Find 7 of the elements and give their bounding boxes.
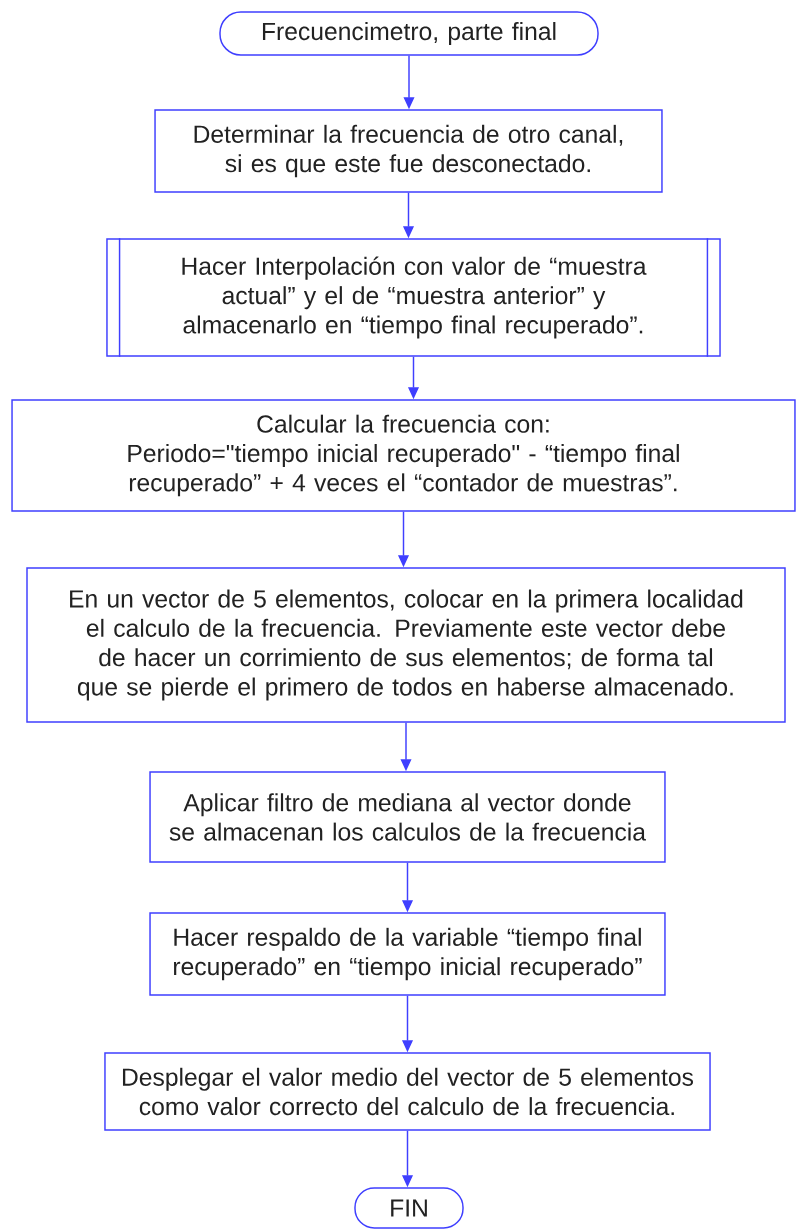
process-box: Hacer respaldo de la variable “tiempo final recuperado” en “tiempo inicial recuperado” (149, 912, 666, 996)
process-box: Aplicar filtro de mediana al vector donde se almacenan los calculos de la frecuencia (149, 771, 666, 863)
process-box: En un vector de 5 elementos, colocar en la primera localidad el calculo de la frecuencia. Previamente este vector debe de hacer un corrimiento de sus elementos; de forma tal que se pierde el primero de todos en haberse almacenado. (26, 567, 786, 723)
process-box: Calcular la frecuencia con: Periodo="tiempo inicial recuperado" - “tiempo final recuperado” + 4 veces el “contador de muestras”. (11, 399, 796, 512)
process-box: Determinar la frecuencia de otro canal, si es que este fue desconectado. (154, 109, 663, 193)
subprocess-box: Hacer Interpolación con valor de “muestra actual” y el de “muestra anterior” y almacenarlo en “tiempo final recuperado”. (106, 237, 721, 358)
process-box: Desplegar el valor medio del vector de 5 elementos como valor correcto del calculo de la frecuencia. (104, 1052, 711, 1131)
